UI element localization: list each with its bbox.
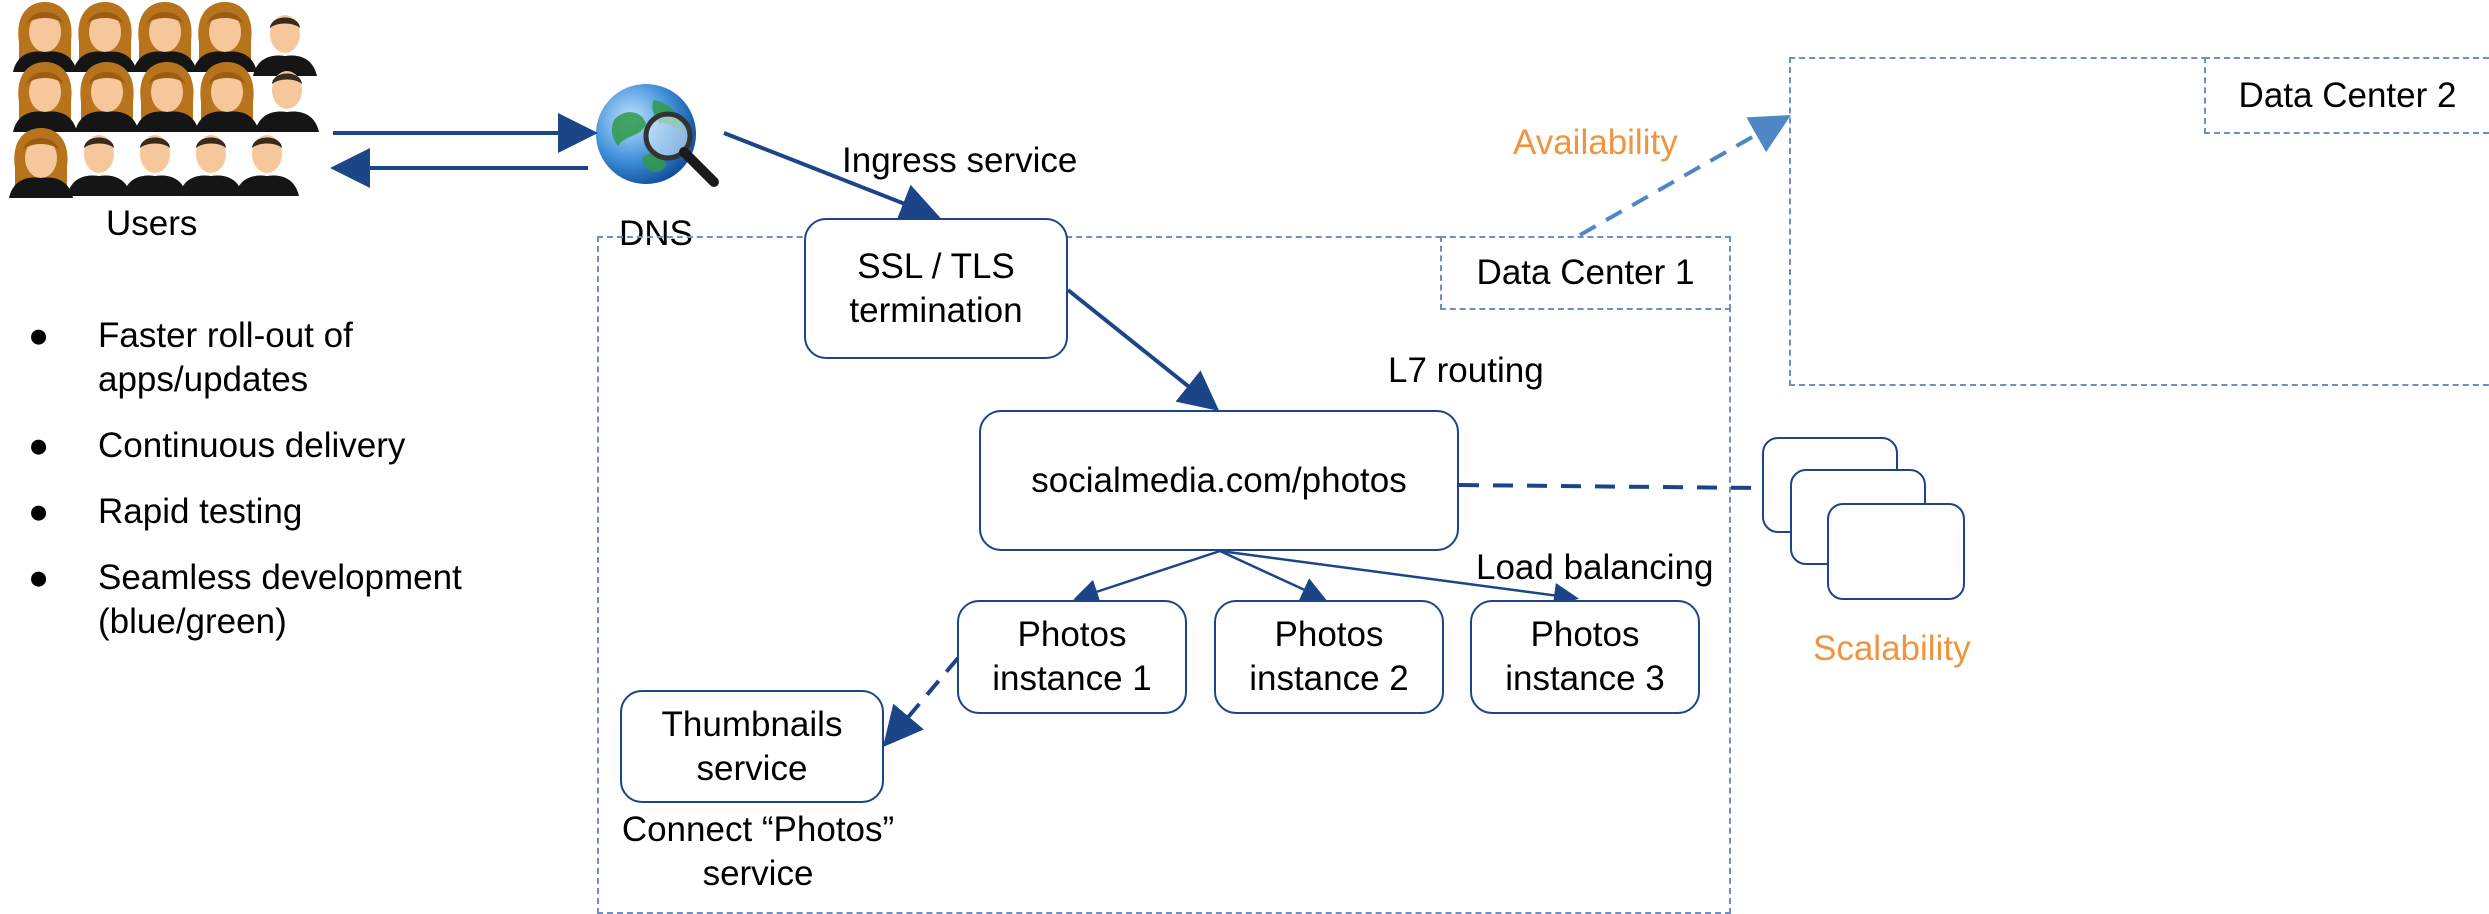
scalability-label: Scalability bbox=[1813, 629, 1971, 668]
globe-magnifier-icon bbox=[596, 84, 719, 187]
scalability-link bbox=[1458, 483, 1759, 490]
data-center-1-label: Data Center 1 bbox=[1440, 236, 1731, 310]
lb-to-instance-3 bbox=[1219, 549, 1579, 608]
dns-to-ssl-arrow bbox=[723, 131, 941, 222]
data-center-2-region bbox=[1789, 57, 2489, 386]
ssl-to-socialmedia-arrow bbox=[1066, 288, 1220, 411]
availability-arrow bbox=[1579, 115, 1791, 237]
benefit-item: ● Rapid testing bbox=[28, 492, 303, 531]
connect-photos-label: Connect “Photos” service bbox=[621, 810, 895, 893]
scalability-card-front bbox=[1827, 503, 1965, 600]
l7-routing-label: L7 routing bbox=[1388, 351, 1544, 390]
benefit-item: ● Continuous delivery bbox=[28, 426, 406, 465]
lb-to-instance-1 bbox=[1073, 549, 1221, 604]
benefit-item: ● Faster roll-out of apps/updates bbox=[28, 316, 353, 399]
load-balancing-label: Load balancing bbox=[1476, 548, 1714, 587]
lb-to-instance-2 bbox=[1219, 549, 1327, 601]
data-center-2-label: Data Center 2 bbox=[2204, 57, 2489, 134]
dns-label: DNS bbox=[619, 214, 693, 253]
availability-label: Availability bbox=[1513, 123, 1678, 162]
benefits-list: ● Faster roll-out of apps/updates ● Cont… bbox=[28, 314, 558, 666]
ingress-service-label: Ingress service bbox=[842, 141, 1078, 180]
instance-to-thumbnails-arrow bbox=[882, 656, 960, 748]
users-label: Users bbox=[106, 204, 198, 243]
socialmedia-photos-box: socialmedia.com/photos bbox=[979, 410, 1459, 551]
benefit-item: ● Seamless development (blue/green) bbox=[28, 558, 462, 641]
